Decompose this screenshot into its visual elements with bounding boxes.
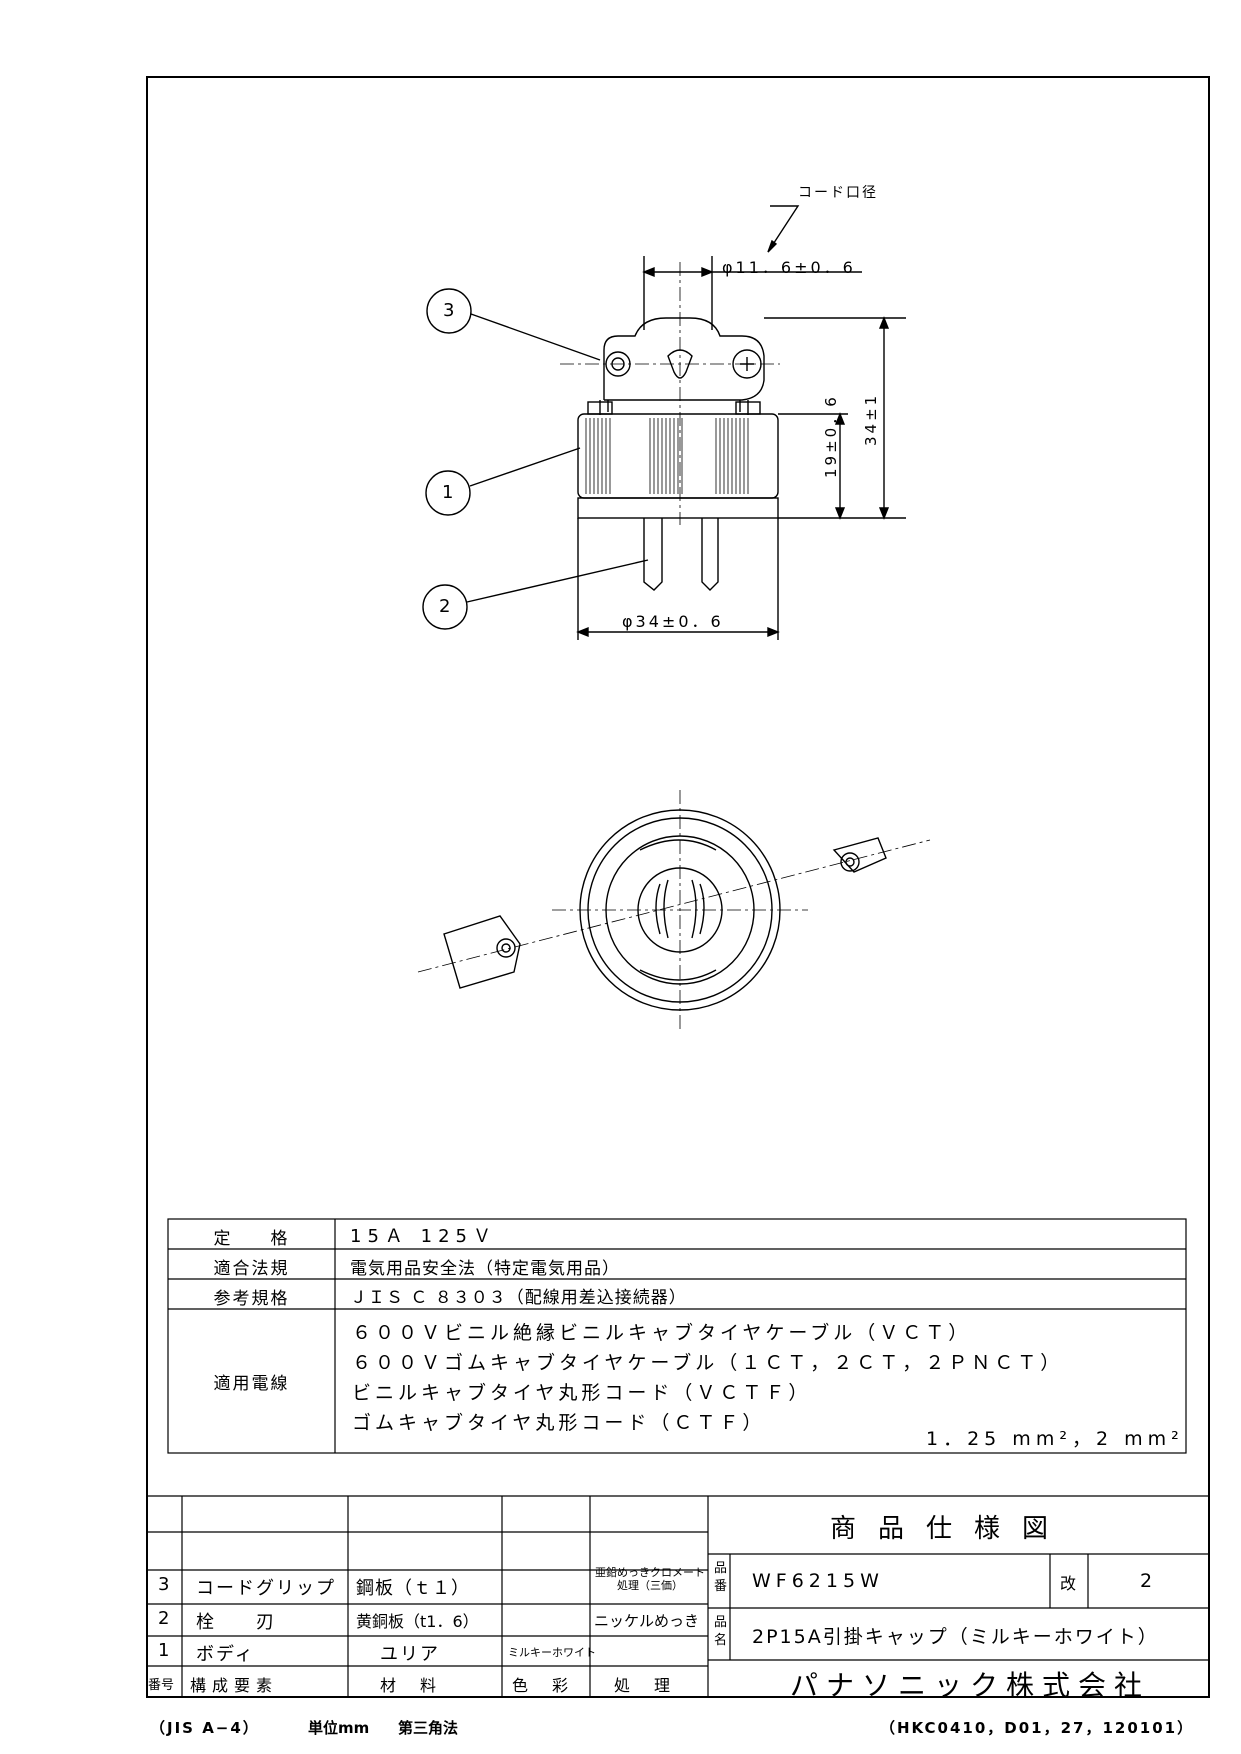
law-label: 適合法規	[213, 1259, 290, 1279]
callout-1: 1	[442, 482, 454, 503]
header-finish: 処 理	[614, 1676, 675, 1695]
cord-diameter-label: コード口径	[798, 185, 878, 201]
part-3-name: コードグリップ	[196, 1578, 336, 1599]
product-name: 2P15A引掛キャップ（ミルキーホワイト）	[752, 1626, 1159, 1648]
part-1-material: ユリア	[380, 1644, 440, 1665]
header-name: 構成要素	[190, 1676, 279, 1695]
part-3-finish: 亜鉛めっきクロメート処理（三価）	[595, 1566, 705, 1592]
company-name: パナソニック株式会社	[790, 1669, 1151, 1702]
wire-line-2: ６００Ｖゴムキャブタイヤケーブル（１ＣＴ，２ＣＴ，２ＰＮＣＴ）	[352, 1352, 1064, 1374]
revision-label: 改	[1060, 1574, 1077, 1593]
drawing-sheet	[146, 76, 1210, 1698]
law-value: 電気用品安全法（特定電気用品）	[350, 1259, 620, 1279]
part-2-material: 黄銅板（t1．6）	[356, 1612, 479, 1631]
footer-projection: 第三角法	[398, 1719, 459, 1737]
part-no: WF6215W	[752, 1570, 884, 1592]
callout-2: 2	[439, 596, 451, 617]
wire-line-1: ６００Ｖビニル絶縁ビニルキャブタイヤケーブル（ＶＣＴ）	[352, 1322, 972, 1344]
dim-diameter: φ34±0．6	[622, 612, 724, 631]
footer-doc-code: （HKC0410，D01，27，120101）	[880, 1719, 1195, 1737]
revision: 2	[1140, 1570, 1153, 1592]
wire-line-4: ゴムキャブタイヤ丸形コード（ＣＴＦ）	[352, 1412, 766, 1434]
dim-cord-diameter: φ11．6±0．6	[722, 258, 856, 277]
wire-size: 1．25 mm²，2 mm²	[926, 1428, 1184, 1450]
wire-label: 適用電線	[213, 1374, 290, 1394]
header-no: 番号	[148, 1678, 175, 1693]
standard-value: ＪＩＳ Ｃ ８３０３（配線用差込接続器）	[350, 1288, 687, 1308]
part-1-color: ミルキーホワイト	[508, 1646, 596, 1659]
part-2-no: 2	[158, 1608, 170, 1629]
name-label: 品名	[714, 1615, 728, 1648]
footer-paper-size: （JIS A−4）	[150, 1719, 260, 1737]
header-material: 材 料	[380, 1676, 441, 1695]
standard-label: 参考規格	[213, 1289, 290, 1309]
part-1-name: ボディ	[196, 1644, 255, 1665]
rating-label: 定 格	[213, 1229, 290, 1249]
footer-unit: 単位mm	[308, 1719, 370, 1737]
part-1-no: 1	[158, 1640, 170, 1661]
header-color: 色 彩	[512, 1676, 573, 1695]
part-3-no: 3	[158, 1574, 170, 1595]
part-no-label: 品番	[714, 1561, 728, 1594]
wire-line-3: ビニルキャブタイヤ丸形コード（ＶＣＴＦ）	[352, 1382, 812, 1404]
rating-value: 15Ａ 125Ｖ	[350, 1226, 497, 1247]
part-3-material: 鋼板（ｔ１）	[356, 1578, 470, 1599]
doc-title: 商品仕様図	[830, 1514, 1071, 1544]
part-2-finish: ニッケルめっき	[594, 1612, 700, 1630]
part-2-name: 栓 刃	[196, 1612, 276, 1633]
callout-3: 3	[443, 300, 455, 321]
